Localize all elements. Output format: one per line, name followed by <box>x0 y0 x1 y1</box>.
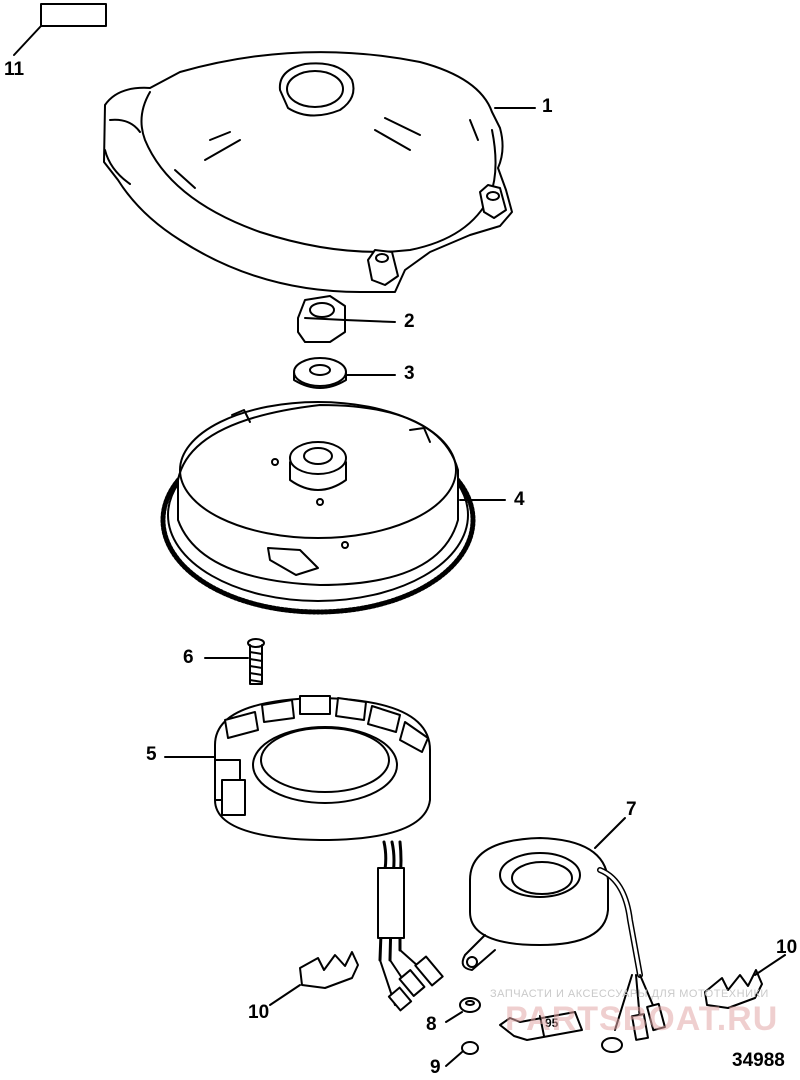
callout-10-left: 10 <box>248 1002 270 1023</box>
callout-6: 6 <box>183 647 194 668</box>
tube-95-label: 95 <box>545 1016 559 1030</box>
document-number: 34988 <box>732 1050 785 1071</box>
part-3-washer <box>293 357 396 389</box>
callout-8: 8 <box>426 1014 437 1035</box>
part-2-nut <box>297 295 396 343</box>
part-1-flywheel-cover <box>103 51 536 293</box>
callout-11: 11 <box>4 59 25 80</box>
callout-9: 9 <box>430 1057 441 1078</box>
part-6-screw <box>204 638 265 685</box>
stator-wire-harness <box>377 840 444 1012</box>
part-7-trigger-coil <box>461 817 666 1053</box>
callout-7: 7 <box>626 799 637 820</box>
callout-10-right: 10 <box>776 937 798 958</box>
lubricant-tube <box>499 1011 583 1041</box>
watermark-text: ЗАПЧАСТИ И АКСЕССУАРЫ ДЛЯ МОТОТЕХНИКИ <box>490 988 769 1000</box>
callout-2: 2 <box>404 311 415 332</box>
part-4-flywheel <box>160 401 506 615</box>
callout-4: 4 <box>514 489 525 510</box>
part-10-left-clip <box>269 951 359 1006</box>
callout-1: 1 <box>542 96 553 117</box>
watermark-logo: PARTSBOAT.RU <box>505 1000 779 1038</box>
callout-3: 3 <box>404 363 415 384</box>
part-10-right-clip <box>704 954 786 1009</box>
part-8-nut <box>445 997 481 1023</box>
part-11-label-tag <box>13 3 107 56</box>
part-9-cap <box>445 1041 479 1067</box>
part-5-stator <box>164 695 431 841</box>
callout-5: 5 <box>146 744 157 765</box>
